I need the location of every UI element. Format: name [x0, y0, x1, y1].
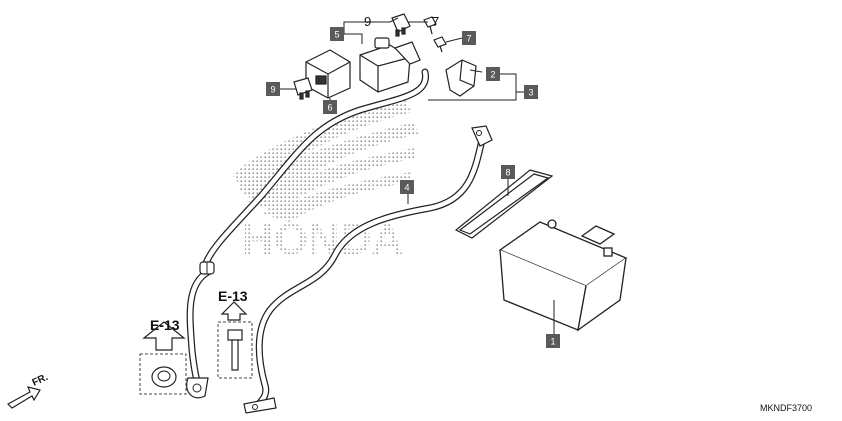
relay-cover [305, 49, 351, 99]
bolt-7-upper [423, 16, 437, 35]
callout-number: 7 [466, 34, 471, 44]
callout-number: 5 [334, 30, 339, 40]
bolt-7-lower [433, 36, 447, 53]
callout-number: 1 [550, 337, 555, 347]
e13-bolt-group: E-13 [217, 288, 253, 379]
e13-reference-label: E-13 [150, 317, 180, 333]
callout-number: 9 [364, 14, 371, 29]
callout-6: 6 [323, 100, 337, 114]
callout-number: 2 [490, 70, 495, 80]
diagram-code: MKNDF3700 [760, 403, 812, 413]
front-direction-indicator: FR. [7, 372, 50, 409]
callout-number: 4 [404, 183, 409, 193]
callout-number: 6 [327, 103, 332, 113]
callout-number: 8 [505, 168, 510, 178]
terminal-cover [445, 59, 477, 97]
callout-5: 5 [330, 27, 344, 41]
callout-4: 4 [400, 180, 414, 194]
cable-4-top-terminal [471, 125, 493, 147]
e13-arrow-icon-2 [220, 301, 248, 321]
cable-4-ground-terminal [243, 397, 277, 414]
callout-number: 9 [270, 85, 275, 95]
callout-7-plain: 7 [432, 14, 439, 29]
callout-number: 3 [528, 88, 533, 98]
cable-6-clamp [199, 261, 215, 275]
callout-number: 7 [432, 14, 439, 29]
cable-6 [186, 68, 429, 389]
callout-1: 1 [546, 334, 560, 348]
e13-arrow-icon-1 [142, 321, 186, 351]
callout-8: 8 [501, 165, 515, 179]
front-label: FR. [31, 372, 50, 389]
callout-9-boxed: 9 [266, 82, 280, 96]
callout-9-plain: 9 [364, 14, 371, 29]
front-arrow-icon [7, 386, 41, 409]
callout-2: 2 [486, 67, 500, 81]
battery-strap [454, 169, 554, 239]
e13-nut-group: E-13 [139, 317, 187, 395]
callout-7-boxed: 7 [462, 31, 476, 45]
e13-reference-label: E-13 [218, 288, 248, 304]
battery [498, 219, 628, 332]
callout-3: 3 [524, 85, 538, 99]
starter-relay [359, 37, 421, 93]
fuse-9-lower [293, 77, 313, 100]
cable-4 [254, 136, 486, 409]
cable-6-terminal [186, 377, 209, 399]
fuse-9-upper [391, 13, 411, 37]
